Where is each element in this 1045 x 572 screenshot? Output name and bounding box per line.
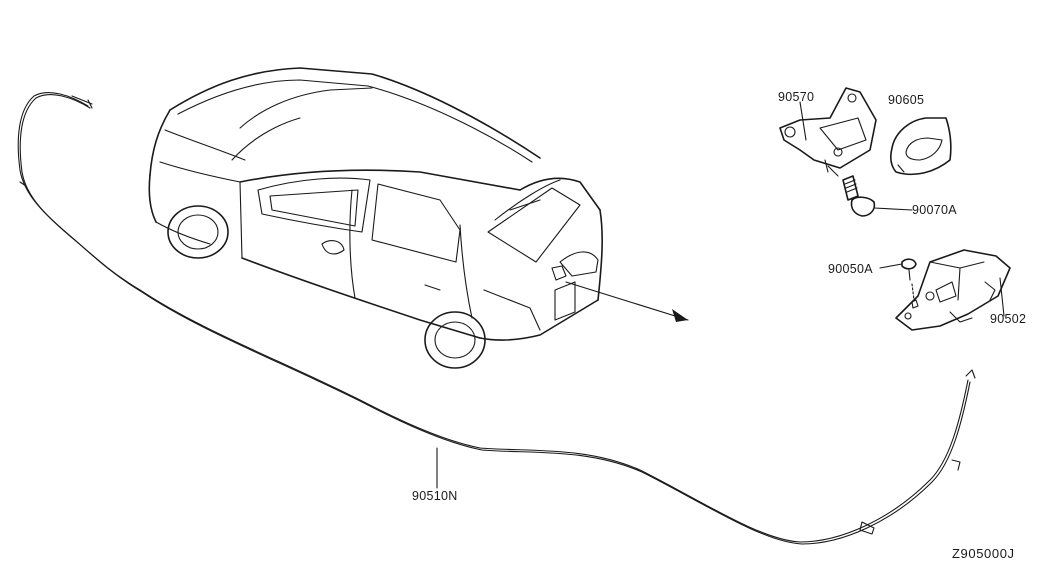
callout-90050a: 90050A (828, 262, 873, 276)
callout-90605: 90605 (888, 93, 924, 107)
callout-90070a: 90070A (912, 203, 957, 217)
hinge-bracket-part: 90570 (778, 87, 877, 173)
diagram-code: Z905000J (952, 546, 1015, 561)
screw-part: 90050A (828, 258, 919, 309)
release-cable: 90510N (17, 92, 976, 545)
bolt-part: 90070A (827, 165, 957, 217)
handle-cover-part: 90605 (888, 93, 952, 176)
vehicle-illustration (148, 67, 689, 369)
callout-90570: 90570 (778, 90, 814, 104)
callout-90502: 90502 (990, 312, 1026, 326)
callout-90510n: 90510N (412, 489, 458, 503)
lock-assembly-part: 90502 (895, 249, 1026, 331)
